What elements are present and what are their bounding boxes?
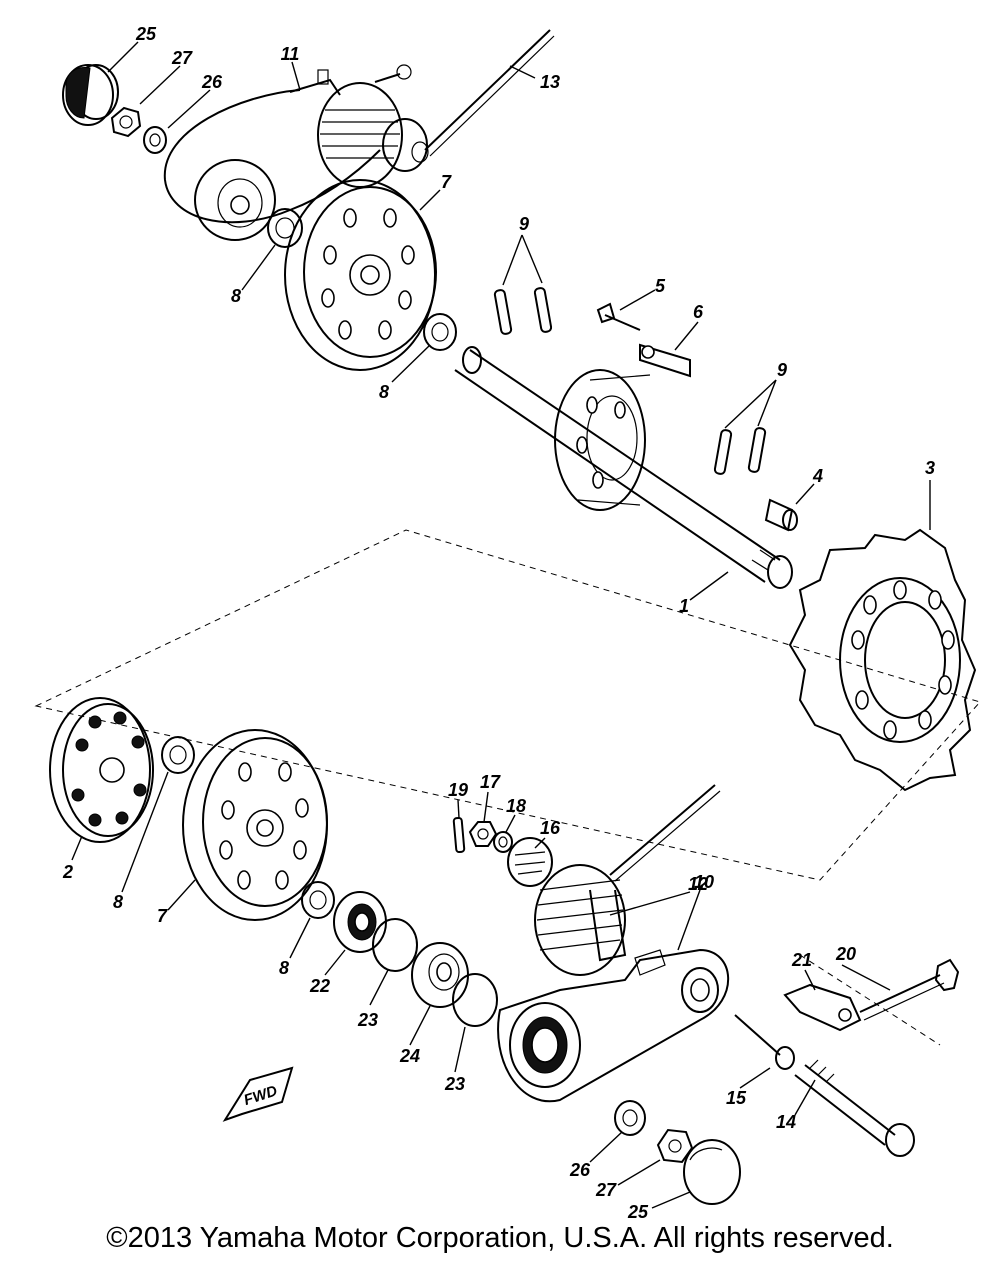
parts-boundary-lower bbox=[799, 954, 941, 1046]
callout-25-lower: 25 bbox=[627, 1202, 649, 1222]
drive-sprocket bbox=[788, 528, 977, 792]
callout-17: 17 bbox=[480, 772, 501, 792]
callout-19: 19 bbox=[448, 780, 468, 800]
callout-8-upper-a: 8 bbox=[231, 286, 241, 306]
callout-22: 22 bbox=[309, 976, 330, 996]
exploded-parts-diagram: FWD bbox=[34, 24, 981, 1222]
snap-ring-23a bbox=[372, 918, 418, 972]
callout-3: 3 bbox=[925, 458, 935, 478]
shaft-lower bbox=[609, 784, 716, 876]
idler-wheel-lower bbox=[182, 729, 328, 921]
callout-4: 4 bbox=[812, 466, 823, 486]
washer-18 bbox=[493, 831, 513, 853]
bolt-20 bbox=[859, 958, 960, 1021]
callout-14: 14 bbox=[776, 1112, 796, 1132]
callout-2: 2 bbox=[62, 862, 73, 882]
callout-13: 13 bbox=[540, 72, 560, 92]
callout-24: 24 bbox=[399, 1046, 420, 1066]
callout-25-upper: 25 bbox=[135, 24, 157, 44]
shaft-15 bbox=[734, 1014, 795, 1070]
collar-4 bbox=[764, 498, 798, 532]
bracket-21 bbox=[783, 983, 862, 1032]
bearing-24 bbox=[411, 942, 469, 1008]
callout-23-a: 23 bbox=[357, 1010, 378, 1030]
nut-upper bbox=[110, 106, 142, 138]
nut-lower bbox=[656, 1128, 694, 1164]
washer-8d bbox=[301, 881, 335, 919]
tensioner-arm-upper bbox=[163, 64, 429, 241]
spring-seat-16 bbox=[507, 837, 553, 887]
bolt-5 bbox=[596, 302, 641, 331]
callout-12: 12 bbox=[688, 874, 708, 894]
cap-upper bbox=[62, 64, 119, 126]
hub-flange bbox=[554, 369, 651, 511]
callout-5: 5 bbox=[655, 276, 666, 296]
copyright-notice: ©2013 Yamaha Motor Corporation, U.S.A. A… bbox=[106, 1222, 894, 1254]
callout-20: 20 bbox=[835, 944, 856, 964]
nut-17 bbox=[468, 821, 498, 847]
bracket-6 bbox=[639, 343, 691, 378]
washer-upper bbox=[143, 126, 167, 154]
roll-pins-right bbox=[713, 427, 767, 475]
callout-8-lower-a: 8 bbox=[113, 892, 123, 912]
torsion-spring-12 bbox=[534, 864, 627, 976]
callout-27-lower: 27 bbox=[595, 1180, 617, 1200]
callout-10: 10 bbox=[694, 872, 714, 892]
pin-19 bbox=[452, 816, 466, 854]
hub-disc-2 bbox=[49, 697, 154, 843]
washer-8c bbox=[161, 736, 195, 774]
tensioner-arm-lower bbox=[497, 948, 730, 1103]
callout-labels: 25 27 26 11 13 7 8 8 9 5 6 9 4 3 1 2 8 7… bbox=[62, 24, 935, 1222]
callout-21: 21 bbox=[791, 950, 812, 970]
washer-8a bbox=[267, 208, 303, 248]
washer-lower bbox=[614, 1100, 646, 1136]
roll-pins-upper bbox=[493, 287, 553, 335]
callout-8-lower-b: 8 bbox=[279, 958, 289, 978]
callout-7-upper: 7 bbox=[441, 172, 452, 192]
callout-6: 6 bbox=[693, 302, 704, 322]
callout-18: 18 bbox=[506, 796, 526, 816]
callout-8-upper-b: 8 bbox=[379, 382, 389, 402]
idler-wheel-upper bbox=[284, 179, 437, 371]
callout-15: 15 bbox=[726, 1088, 747, 1108]
callout-7-lower: 7 bbox=[157, 906, 168, 926]
callout-1: 1 bbox=[679, 596, 689, 616]
callout-26-upper: 26 bbox=[201, 72, 223, 92]
callout-9-upper: 9 bbox=[519, 214, 529, 234]
main-shaft bbox=[454, 346, 793, 589]
callout-27-upper: 27 bbox=[171, 48, 193, 68]
leader-lines bbox=[71, 41, 931, 1209]
callout-11: 11 bbox=[281, 44, 300, 64]
washer-8b bbox=[423, 313, 457, 351]
shaft-upper bbox=[424, 29, 551, 151]
bearing-22 bbox=[333, 891, 387, 953]
callout-23-b: 23 bbox=[444, 1074, 465, 1094]
fwd-arrow-icon: FWD bbox=[222, 1066, 294, 1122]
shaft-14 bbox=[794, 1059, 915, 1157]
callout-26-lower: 26 bbox=[569, 1160, 591, 1180]
callout-9-right: 9 bbox=[777, 360, 787, 380]
cap-lower bbox=[683, 1139, 741, 1205]
callout-16: 16 bbox=[540, 818, 561, 838]
snap-ring-23b bbox=[452, 973, 498, 1027]
